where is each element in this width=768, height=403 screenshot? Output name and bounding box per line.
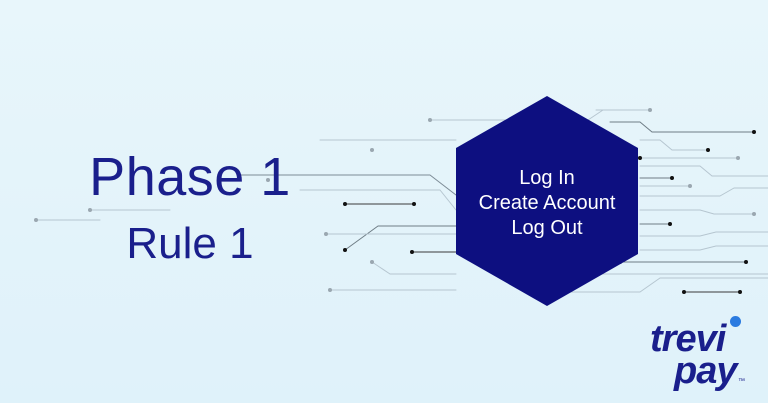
circuit-trace xyxy=(344,225,457,251)
trevipay-logo: trevi pay ™ xyxy=(648,314,748,390)
circuit-trace xyxy=(371,261,457,275)
circuit-node xyxy=(752,212,756,216)
circuit-node xyxy=(324,232,328,236)
circuit-trace xyxy=(539,277,768,293)
circuit-trace xyxy=(639,187,768,197)
circuit-node xyxy=(343,248,347,252)
circuit-node xyxy=(668,222,672,226)
circuit-node xyxy=(648,108,652,112)
hexagon-shape xyxy=(456,96,638,306)
logo-dot-icon xyxy=(730,316,741,327)
circuit-node xyxy=(410,250,414,254)
circuit-trace xyxy=(639,139,709,151)
phase-title: Phase 1 xyxy=(89,147,291,207)
circuit-node xyxy=(88,208,92,212)
circuit-node xyxy=(328,288,332,292)
circuit-trace xyxy=(639,165,768,177)
circuit-node xyxy=(744,260,748,264)
hexagon-label-list: Log In Create Account Log Out xyxy=(466,166,628,241)
circuit-node xyxy=(682,290,686,294)
create-account-label: Create Account xyxy=(478,192,616,214)
rule-title: Rule 1 xyxy=(126,219,254,268)
circuit-node xyxy=(752,130,756,134)
trademark-symbol: ™ xyxy=(738,378,745,385)
circuit-node xyxy=(428,118,432,122)
circuit-node xyxy=(412,202,416,206)
circuit-node xyxy=(670,176,674,180)
circuit-trace xyxy=(639,245,768,251)
circuit-trace xyxy=(639,209,755,215)
circuit-node xyxy=(370,148,374,152)
circuit-trace xyxy=(239,174,457,196)
circuit-trace xyxy=(639,231,768,237)
log-in-label: Log In xyxy=(519,167,575,189)
circuit-trace xyxy=(299,189,457,211)
circuit-node xyxy=(266,178,270,182)
circuit-node xyxy=(34,218,38,222)
circuit-trace xyxy=(609,121,755,133)
circuit-node xyxy=(370,260,374,264)
circuit-node xyxy=(688,184,692,188)
circuit-node xyxy=(343,202,347,206)
logo-text-pay: pay xyxy=(674,350,737,392)
circuit-node xyxy=(706,148,710,152)
circuit-node xyxy=(736,156,740,160)
logo-text-trevi: trevi xyxy=(650,318,726,360)
log-out-label: Log Out xyxy=(511,217,583,239)
circuit-node xyxy=(738,290,742,294)
circuit-node xyxy=(638,156,642,160)
